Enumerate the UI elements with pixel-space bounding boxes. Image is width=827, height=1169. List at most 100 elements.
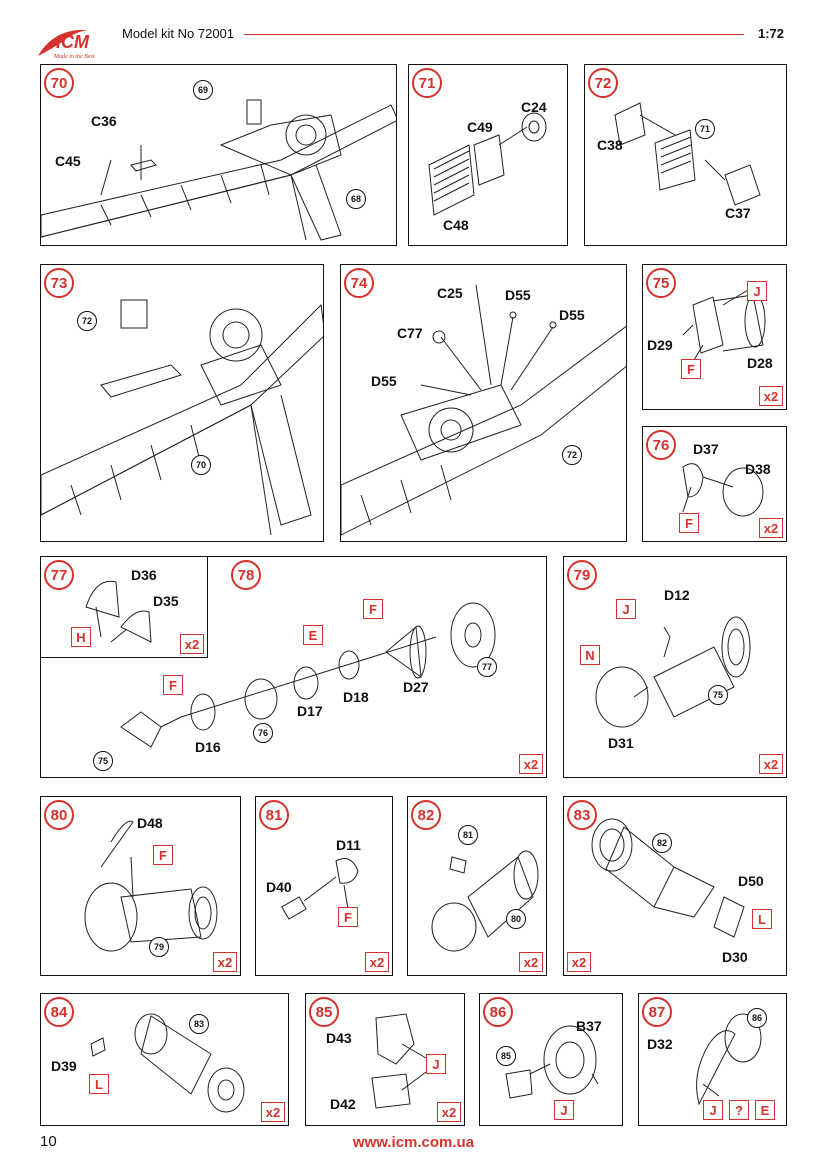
part-label: D55 bbox=[559, 307, 585, 323]
step-number: 80 bbox=[44, 800, 74, 830]
step-number: 79 bbox=[567, 560, 597, 590]
multiply-badge: x2 bbox=[759, 518, 783, 538]
icm-logo: ICM Made in the Best bbox=[38, 29, 95, 60]
step-ref: 79 bbox=[149, 937, 169, 957]
kit-number: Model kit No 72001 bbox=[122, 26, 235, 41]
step-71: 71 C49 C24 C48 bbox=[408, 64, 568, 246]
multiply-badge: x2 bbox=[759, 386, 783, 406]
assembly-drawing bbox=[505, 1025, 599, 1099]
step-number: 81 bbox=[259, 800, 289, 830]
step-ref: 72 bbox=[562, 445, 582, 465]
step-number: 83 bbox=[567, 800, 597, 830]
paint-box: F bbox=[153, 845, 173, 865]
step-number: 78 bbox=[231, 560, 261, 590]
step-number: 75 bbox=[646, 268, 676, 298]
step-85: 85 D43 D42 J x2 bbox=[305, 993, 465, 1126]
paint-box: J bbox=[616, 599, 636, 619]
step-81: 81 D11 D40 F x2 bbox=[255, 796, 393, 976]
step-number: 82 bbox=[411, 800, 441, 830]
paint-box: F bbox=[163, 675, 183, 695]
part-label: D11 bbox=[336, 837, 361, 853]
step-number: 76 bbox=[646, 430, 676, 460]
step-number: 85 bbox=[309, 997, 339, 1027]
part-label: D38 bbox=[745, 461, 771, 477]
step-ref: 80 bbox=[506, 909, 526, 929]
step-79: 79 J N D12 D31 75 x2 bbox=[563, 556, 787, 778]
assembly-drawing bbox=[696, 1013, 762, 1106]
paint-box: H bbox=[71, 627, 91, 647]
paint-box: L bbox=[89, 1074, 109, 1094]
step-82: 82 81 80 x2 bbox=[407, 796, 547, 976]
page-header: ICM Made in the Best Model kit No 72001 … bbox=[0, 0, 827, 60]
part-label: D36 bbox=[131, 567, 157, 583]
assembly-drawing bbox=[41, 99, 396, 241]
step-number: 70 bbox=[44, 68, 74, 98]
part-label: D37 bbox=[693, 441, 719, 457]
part-label: C45 bbox=[55, 153, 81, 169]
page-number: 10 bbox=[40, 1133, 57, 1150]
part-label: D30 bbox=[722, 949, 748, 965]
step-ref: 85 bbox=[496, 1046, 516, 1066]
multiply-badge: x2 bbox=[213, 952, 237, 972]
step-number: 74 bbox=[344, 268, 374, 298]
multiply-badge: x2 bbox=[567, 952, 591, 972]
paint-box: F bbox=[363, 599, 383, 619]
step-ref: 86 bbox=[747, 1008, 767, 1028]
part-label: D12 bbox=[664, 587, 690, 603]
part-label: D55 bbox=[505, 287, 531, 303]
assembly-drawing bbox=[371, 1013, 427, 1109]
step-ref: 81 bbox=[458, 825, 478, 845]
part-label: C36 bbox=[91, 113, 117, 129]
step-73: 73 72 70 bbox=[40, 264, 324, 542]
assembly-drawing bbox=[41, 299, 323, 536]
part-label: D55 bbox=[371, 373, 397, 389]
assembly-drawing bbox=[90, 1013, 245, 1113]
paint-box: J bbox=[426, 1054, 446, 1074]
step-ref: 68 bbox=[346, 189, 366, 209]
step-number: 72 bbox=[588, 68, 618, 98]
part-label: D35 bbox=[153, 593, 179, 609]
paint-box: J bbox=[554, 1100, 574, 1120]
step-ref: 76 bbox=[253, 723, 273, 743]
part-label: C48 bbox=[443, 217, 469, 233]
part-label: D40 bbox=[266, 879, 292, 895]
step-87: 87 D32 86 J ? E bbox=[638, 993, 787, 1126]
multiply-badge: x2 bbox=[180, 634, 204, 654]
step-ref: 75 bbox=[93, 751, 113, 771]
step-75: 75 J F D29 D28 x2 bbox=[642, 264, 787, 410]
assembly-drawing bbox=[431, 850, 539, 952]
multiply-badge: x2 bbox=[437, 1102, 461, 1122]
part-label: D32 bbox=[647, 1036, 673, 1052]
assembly-drawing bbox=[591, 818, 745, 938]
paint-box: F bbox=[338, 907, 358, 927]
step-77: 77 D36 D35 H x2 bbox=[40, 556, 208, 658]
step-72: 72 C38 C37 71 bbox=[584, 64, 787, 246]
step-70: 70 C36 C45 69 68 bbox=[40, 64, 397, 246]
part-label: C24 bbox=[521, 99, 547, 115]
paint-box: L bbox=[752, 909, 772, 929]
part-label: B37 bbox=[576, 1018, 602, 1034]
paint-box: F bbox=[679, 513, 699, 533]
scale-label: 1:72 bbox=[758, 26, 785, 41]
step-80: 80 D48 F 79 x2 bbox=[40, 796, 241, 976]
assembly-drawing bbox=[85, 580, 152, 643]
step-number: 87 bbox=[642, 997, 672, 1027]
step-number: 71 bbox=[412, 68, 442, 98]
paint-box: E bbox=[303, 625, 323, 645]
part-label: D29 bbox=[647, 337, 673, 353]
part-label: D43 bbox=[326, 1030, 352, 1046]
part-label: D16 bbox=[195, 739, 221, 755]
multiply-badge: x2 bbox=[519, 952, 543, 972]
step-86: 86 B37 85 J bbox=[479, 993, 623, 1126]
part-label: C37 bbox=[725, 205, 751, 221]
step-number: 73 bbox=[44, 268, 74, 298]
step-83: 83 82 D50 L D30 x2 bbox=[563, 796, 787, 976]
paint-box: ? bbox=[729, 1100, 749, 1120]
part-label: D48 bbox=[137, 815, 163, 831]
assembly-drawing bbox=[341, 284, 626, 536]
website-link[interactable]: www.icm.com.ua bbox=[352, 1134, 475, 1151]
step-84: 84 D39 L 83 x2 bbox=[40, 993, 289, 1126]
part-label: C25 bbox=[437, 285, 463, 301]
multiply-badge: x2 bbox=[759, 754, 783, 774]
part-label: D50 bbox=[738, 873, 764, 889]
